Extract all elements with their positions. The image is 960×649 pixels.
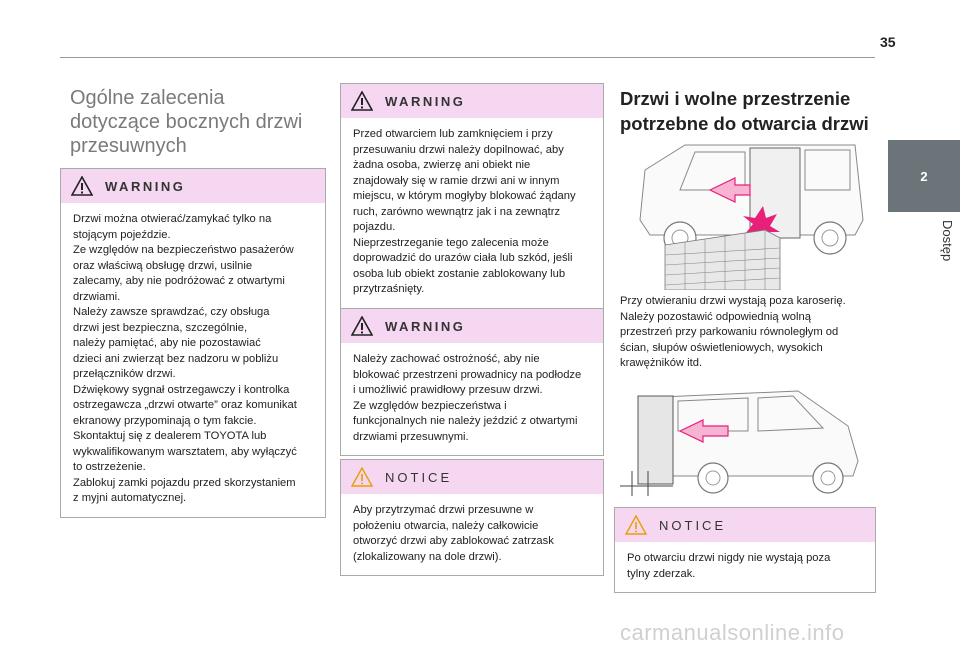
warning-box-header: WARNING xyxy=(341,84,603,118)
notice-box-header: NOTICE xyxy=(341,460,603,494)
watermark: carmanualsonline.info xyxy=(620,620,845,645)
notice-box-1: NOTICE Aby przytrzymać drzwi przesuwne w… xyxy=(340,459,604,576)
clearance-paragraph: Przy otwieraniu drzwi wystają poza karos… xyxy=(620,295,846,369)
notice-label: NOTICE xyxy=(385,469,453,485)
section-title-sliding-doors: Ogólne zalecenia dotyczące bocznych drzw… xyxy=(70,87,303,157)
warning-box-1: WARNING Drzwi można otwierać/zamykać tyl… xyxy=(60,168,326,518)
warning-box-header: WARNING xyxy=(341,309,603,343)
notice-text: Aby przytrzymać drzwi przesuwne w położe… xyxy=(353,504,554,563)
warning-label: WARNING xyxy=(385,318,466,334)
warning-box-3: WARNING Należy zachować ostrożność, aby … xyxy=(340,308,604,456)
warning-text: Drzwi można otwierać/zamykać tylko na st… xyxy=(73,213,297,504)
header-rule xyxy=(60,57,875,58)
warning-text: Należy zachować ostrożność, aby nie blok… xyxy=(353,353,582,443)
warning-icon xyxy=(71,176,93,196)
section-title-clearance: Drzwi i wolne przestrzenie potrzebne do … xyxy=(620,88,869,134)
warning-icon xyxy=(351,316,373,336)
warning-icon xyxy=(351,91,373,111)
van-side-door-illustration xyxy=(639,144,864,290)
notice-icon xyxy=(625,515,647,535)
page-number: 35 xyxy=(880,34,896,50)
chapter-title: Dostęp xyxy=(940,220,955,262)
warning-label: WARNING xyxy=(385,93,466,109)
notice-icon xyxy=(351,467,373,487)
warning-label: WARNING xyxy=(105,178,186,194)
notice-text: Po otwarciu drzwi nigdy nie wystają poza… xyxy=(627,552,831,580)
chapter-tab[interactable]: 2 xyxy=(888,140,960,212)
notice-label: NOTICE xyxy=(659,517,727,533)
warning-text: Przed otwarciem lub zamknięciem i przy p… xyxy=(353,128,576,295)
warning-box-2: WARNING Przed otwarciem lub zamknięciem … xyxy=(340,83,604,309)
notice-box-2: NOTICE Po otwarciu drzwi nigdy nie wysta… xyxy=(614,507,876,593)
notice-box-header: NOTICE xyxy=(615,508,875,542)
warning-box-header: WARNING xyxy=(61,169,325,203)
van-rear-illustration xyxy=(620,390,859,496)
